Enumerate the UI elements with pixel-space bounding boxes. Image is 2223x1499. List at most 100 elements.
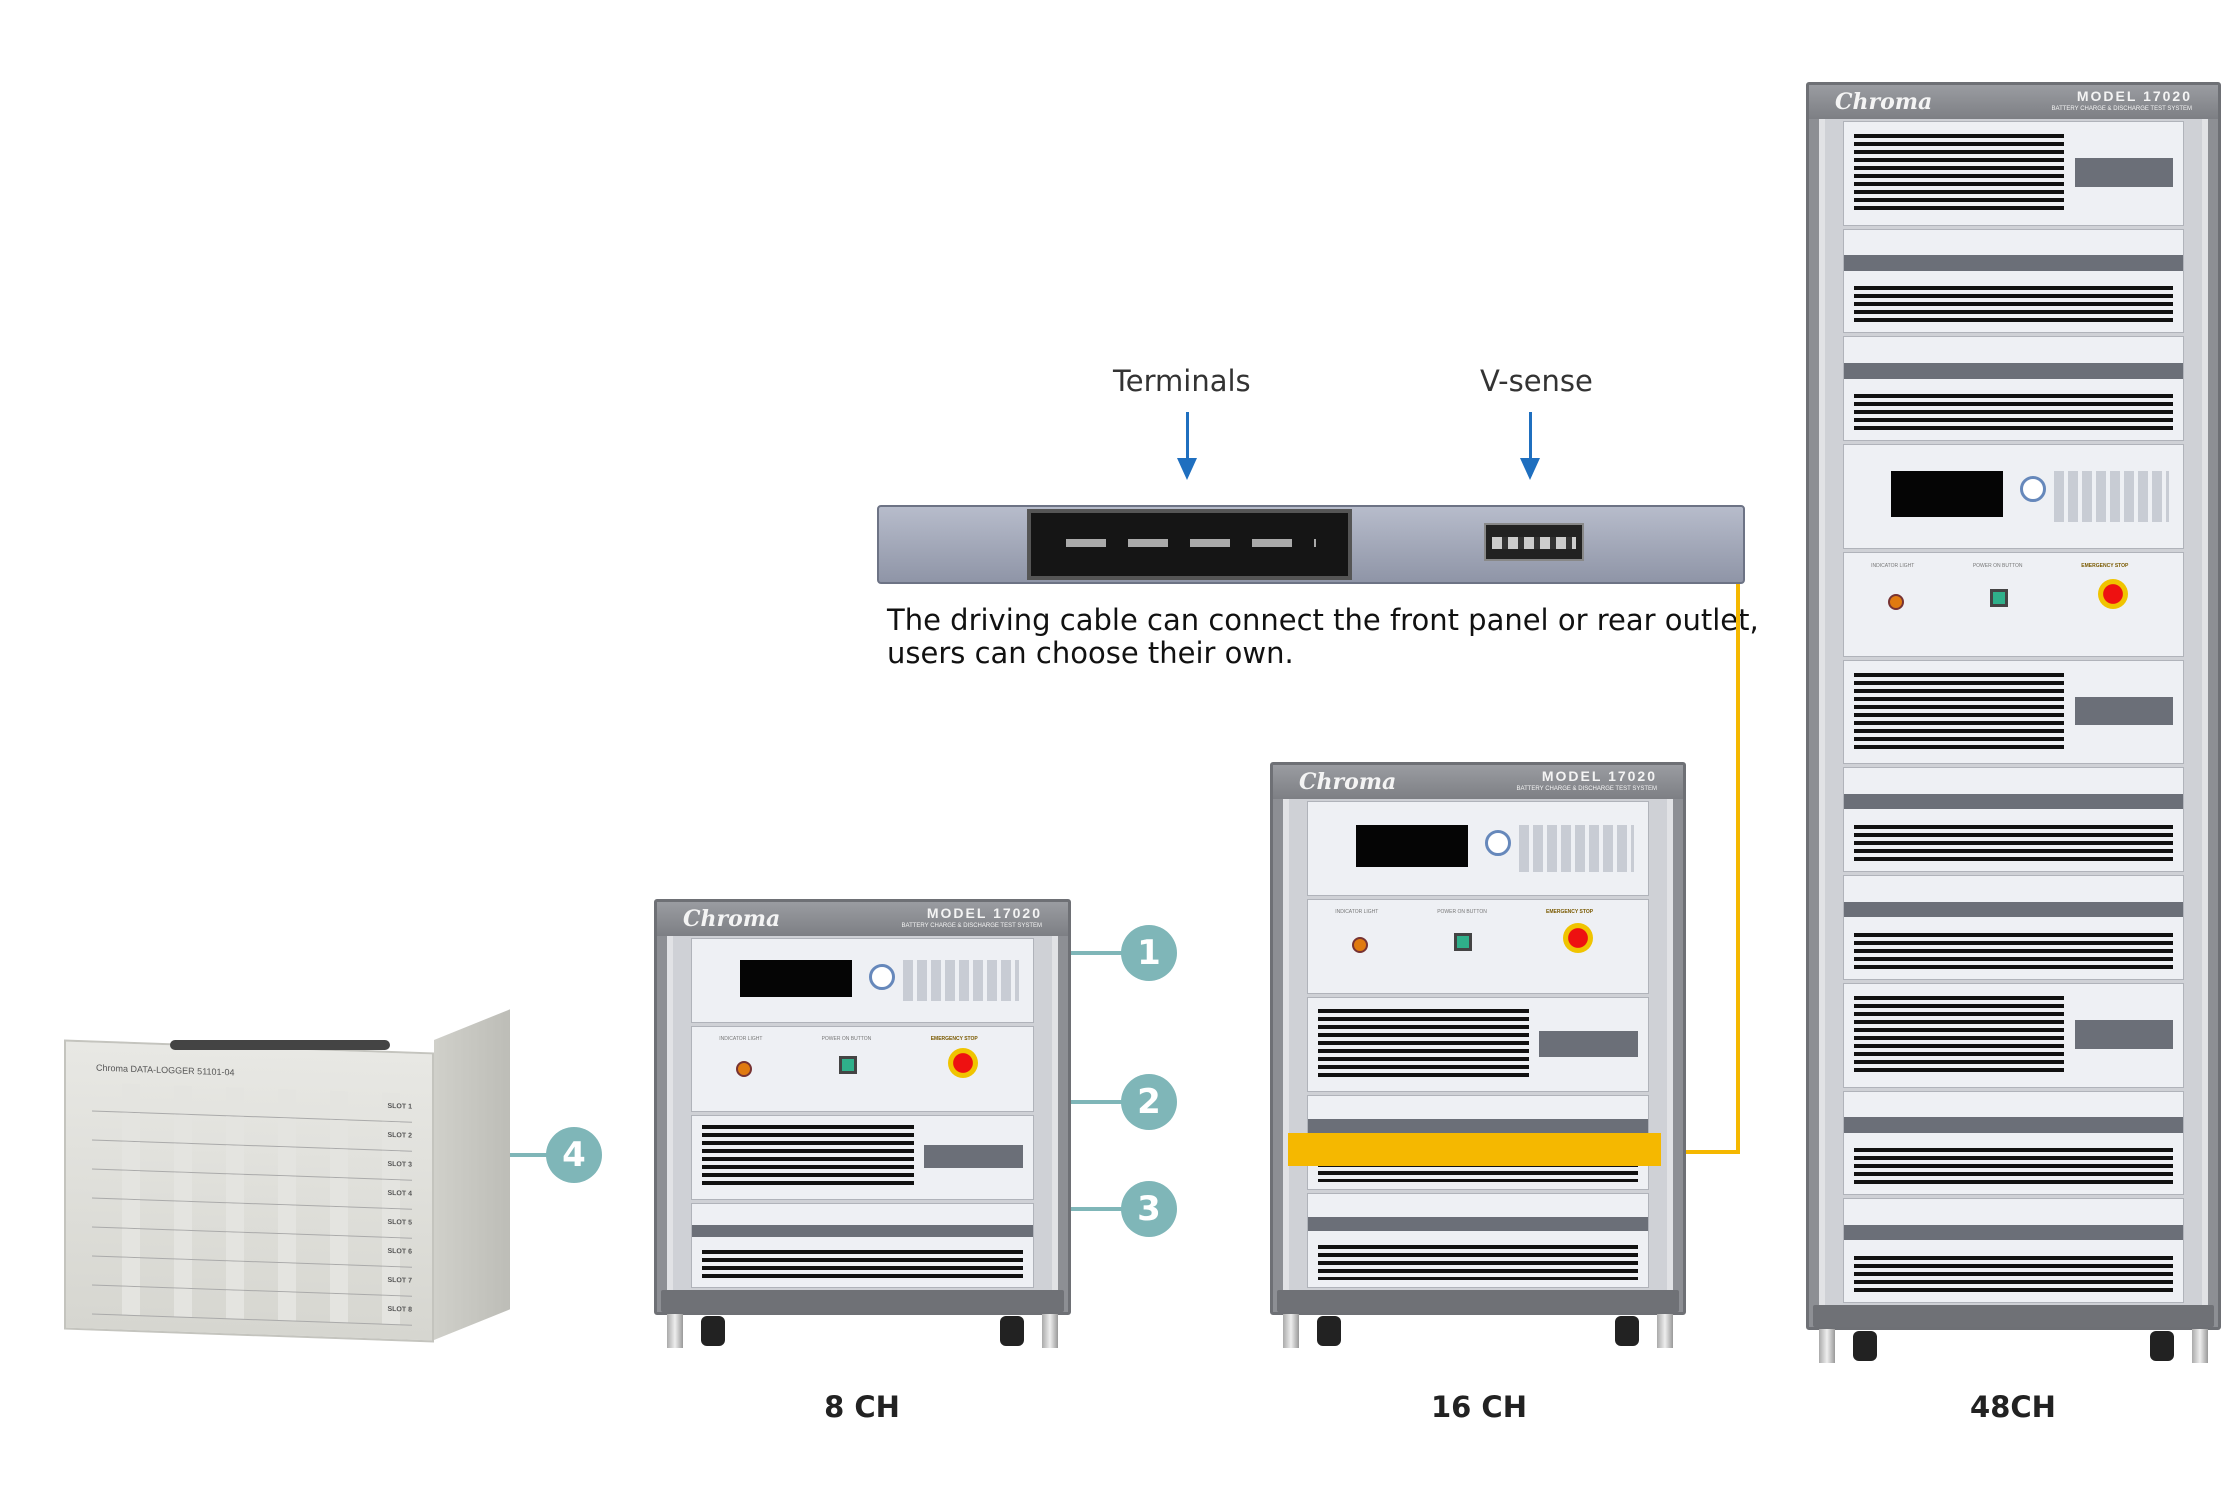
vsense-arrow-icon <box>1520 412 1540 480</box>
rotary-knob-icon <box>2020 476 2047 503</box>
keypad <box>1518 825 1635 872</box>
model-subtitle: BATTERY CHARGE & DISCHARGE TEST SYSTEM <box>2051 105 2192 112</box>
model-subtitle: BATTERY CHARGE & DISCHARGE TEST SYSTEM <box>1516 785 1657 792</box>
vent-grille <box>702 1249 1023 1282</box>
slot-label: SLOT 8 <box>387 1305 412 1314</box>
channel-strip <box>1308 1119 1648 1134</box>
vent-grille <box>1854 1148 2173 1188</box>
tester-module <box>1843 336 2184 442</box>
caption-line-2: users can choose their own. <box>887 636 1294 670</box>
leveling-foot-icon <box>1283 1314 1299 1348</box>
channel-strip <box>1844 363 2183 379</box>
callout-1: 1 <box>1121 925 1177 981</box>
vent-grille <box>1854 673 2065 752</box>
channel-strip <box>1844 1117 2183 1133</box>
emergency-stop-icon <box>2098 578 2129 609</box>
logger-title: Chroma DATA-LOGGER 51101-04 <box>96 1062 235 1078</box>
emergency-stop-label: EMERGENCY STOP <box>1546 909 1594 916</box>
indicator-light-label: INDICATOR LIGHT <box>719 1035 763 1042</box>
rack-body: INDICATOR LIGHT POWER ON BUTTON EMERGENCY … <box>1283 799 1673 1290</box>
leveling-foot-icon <box>1657 1314 1673 1348</box>
emergency-stop-label: EMERGENCY STOP <box>930 1035 978 1042</box>
emergency-stop-icon <box>947 1048 978 1079</box>
display-screen <box>1891 470 2004 518</box>
brand-logo: Chroma <box>1835 89 1933 115</box>
cable-highlight-bar <box>1288 1133 1661 1166</box>
indicator-light-icon <box>736 1060 753 1077</box>
vent-grille <box>1318 1009 1529 1080</box>
callout-line-2 <box>1071 1100 1131 1104</box>
callout-line-3 <box>1071 1207 1131 1211</box>
vent-grille <box>1854 286 2173 326</box>
converter-module <box>1843 659 2184 765</box>
vent-grille <box>1854 1255 2173 1295</box>
rack-base <box>1813 1305 2214 1363</box>
vsense-pins <box>1492 537 1576 549</box>
terminals-arrow-icon <box>1177 412 1197 480</box>
tester-module <box>1843 1198 2184 1304</box>
channel-strip <box>1308 1217 1648 1232</box>
callout-3: 3 <box>1121 1181 1177 1237</box>
status-panel <box>1539 1030 1638 1057</box>
vent-grille <box>1854 996 2065 1075</box>
terminals-block <box>1027 509 1352 580</box>
wheel-icon <box>1317 1316 1341 1346</box>
rotary-knob-icon <box>869 963 896 990</box>
label-48ch: 48CH <box>1970 1390 2056 1424</box>
panel-module: INDICATOR LIGHT POWER ON BUTTON EMERGENCY … <box>1307 899 1649 994</box>
vent-grille <box>702 1125 914 1189</box>
vent-grille <box>1318 1245 1638 1281</box>
leveling-foot-icon <box>1042 1314 1058 1348</box>
keypad <box>903 959 1020 1002</box>
channel-strip <box>1844 901 2183 918</box>
indicator-light-label: INDICATOR LIGHT <box>1335 909 1379 916</box>
slot-label: SLOT 2 <box>387 1131 412 1140</box>
tester-module <box>1307 1193 1649 1288</box>
wheel-icon <box>2150 1331 2174 1361</box>
rack-base <box>1277 1290 1679 1348</box>
indicator-light-icon <box>1888 594 1905 611</box>
label-16ch: 16 CH <box>1430 1390 1527 1424</box>
caption-line-1: The driving cable can connect the front … <box>887 603 1759 637</box>
vent-grille <box>1854 824 2173 864</box>
channel-strip <box>1844 1225 2183 1241</box>
tester-module <box>1843 875 2184 980</box>
channel-strip <box>692 1224 1033 1238</box>
tester-module <box>1843 767 2184 873</box>
slot-label: SLOT 6 <box>387 1247 412 1256</box>
cable-line-vertical <box>1736 584 1740 1154</box>
display-screen <box>739 959 853 998</box>
power-button-label: POWER ON BUTTON <box>1972 563 2023 570</box>
slot-label: SLOT 3 <box>387 1160 412 1169</box>
terminal-posts <box>1066 539 1316 547</box>
status-panel <box>2074 157 2173 187</box>
model-number: MODEL 17020 <box>926 904 1042 921</box>
controller-module <box>1307 801 1649 896</box>
slot-label: SLOT 7 <box>387 1276 412 1285</box>
label-8ch: 8 CH <box>824 1390 900 1424</box>
converter-module <box>691 1114 1034 1200</box>
terminals-label: Terminals <box>1113 364 1251 398</box>
power-button-label: POWER ON BUTTON <box>1437 909 1487 916</box>
tester-module <box>1843 1090 2184 1196</box>
vent-grille <box>1854 134 2065 213</box>
converter-module <box>1843 982 2184 1088</box>
power-button-icon <box>1454 932 1473 951</box>
logger-side <box>434 1009 510 1340</box>
status-panel <box>2074 696 2173 726</box>
tester-module <box>1843 228 2184 334</box>
rack-base <box>661 1290 1064 1348</box>
emergency-stop-icon <box>1563 923 1593 954</box>
wheel-icon <box>1853 1331 1877 1361</box>
caption: The driving cable can connect the front … <box>887 604 1759 670</box>
wheel-icon <box>1615 1316 1639 1346</box>
slot-label: SLOT 5 <box>387 1218 412 1227</box>
